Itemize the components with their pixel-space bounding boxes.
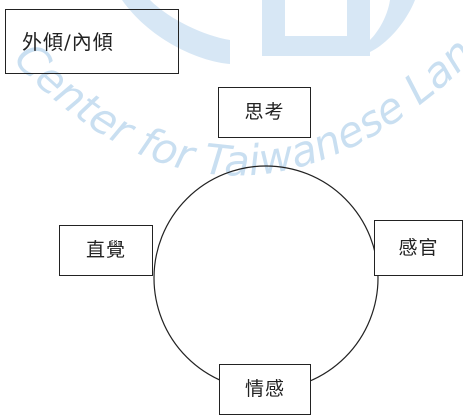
watermark-left-arc xyxy=(122,0,230,64)
function-circle xyxy=(153,165,379,391)
thinking-box: 思考 xyxy=(218,87,311,138)
watermark-center-inner xyxy=(285,0,347,36)
sensing-box: 感官 xyxy=(374,220,463,276)
intuition-label: 直覺 xyxy=(85,239,126,261)
thinking-label: 思考 xyxy=(244,101,285,123)
intuition-box: 直覺 xyxy=(59,225,153,276)
feeling-label: 情感 xyxy=(244,378,285,400)
sensing-label: 感官 xyxy=(398,236,439,259)
feeling-box: 情感 xyxy=(219,364,311,415)
watermark-right-arc xyxy=(370,0,415,52)
attitude-label: 外傾/內傾 xyxy=(22,29,114,54)
attitude-box: 外傾/內傾 xyxy=(5,9,179,74)
